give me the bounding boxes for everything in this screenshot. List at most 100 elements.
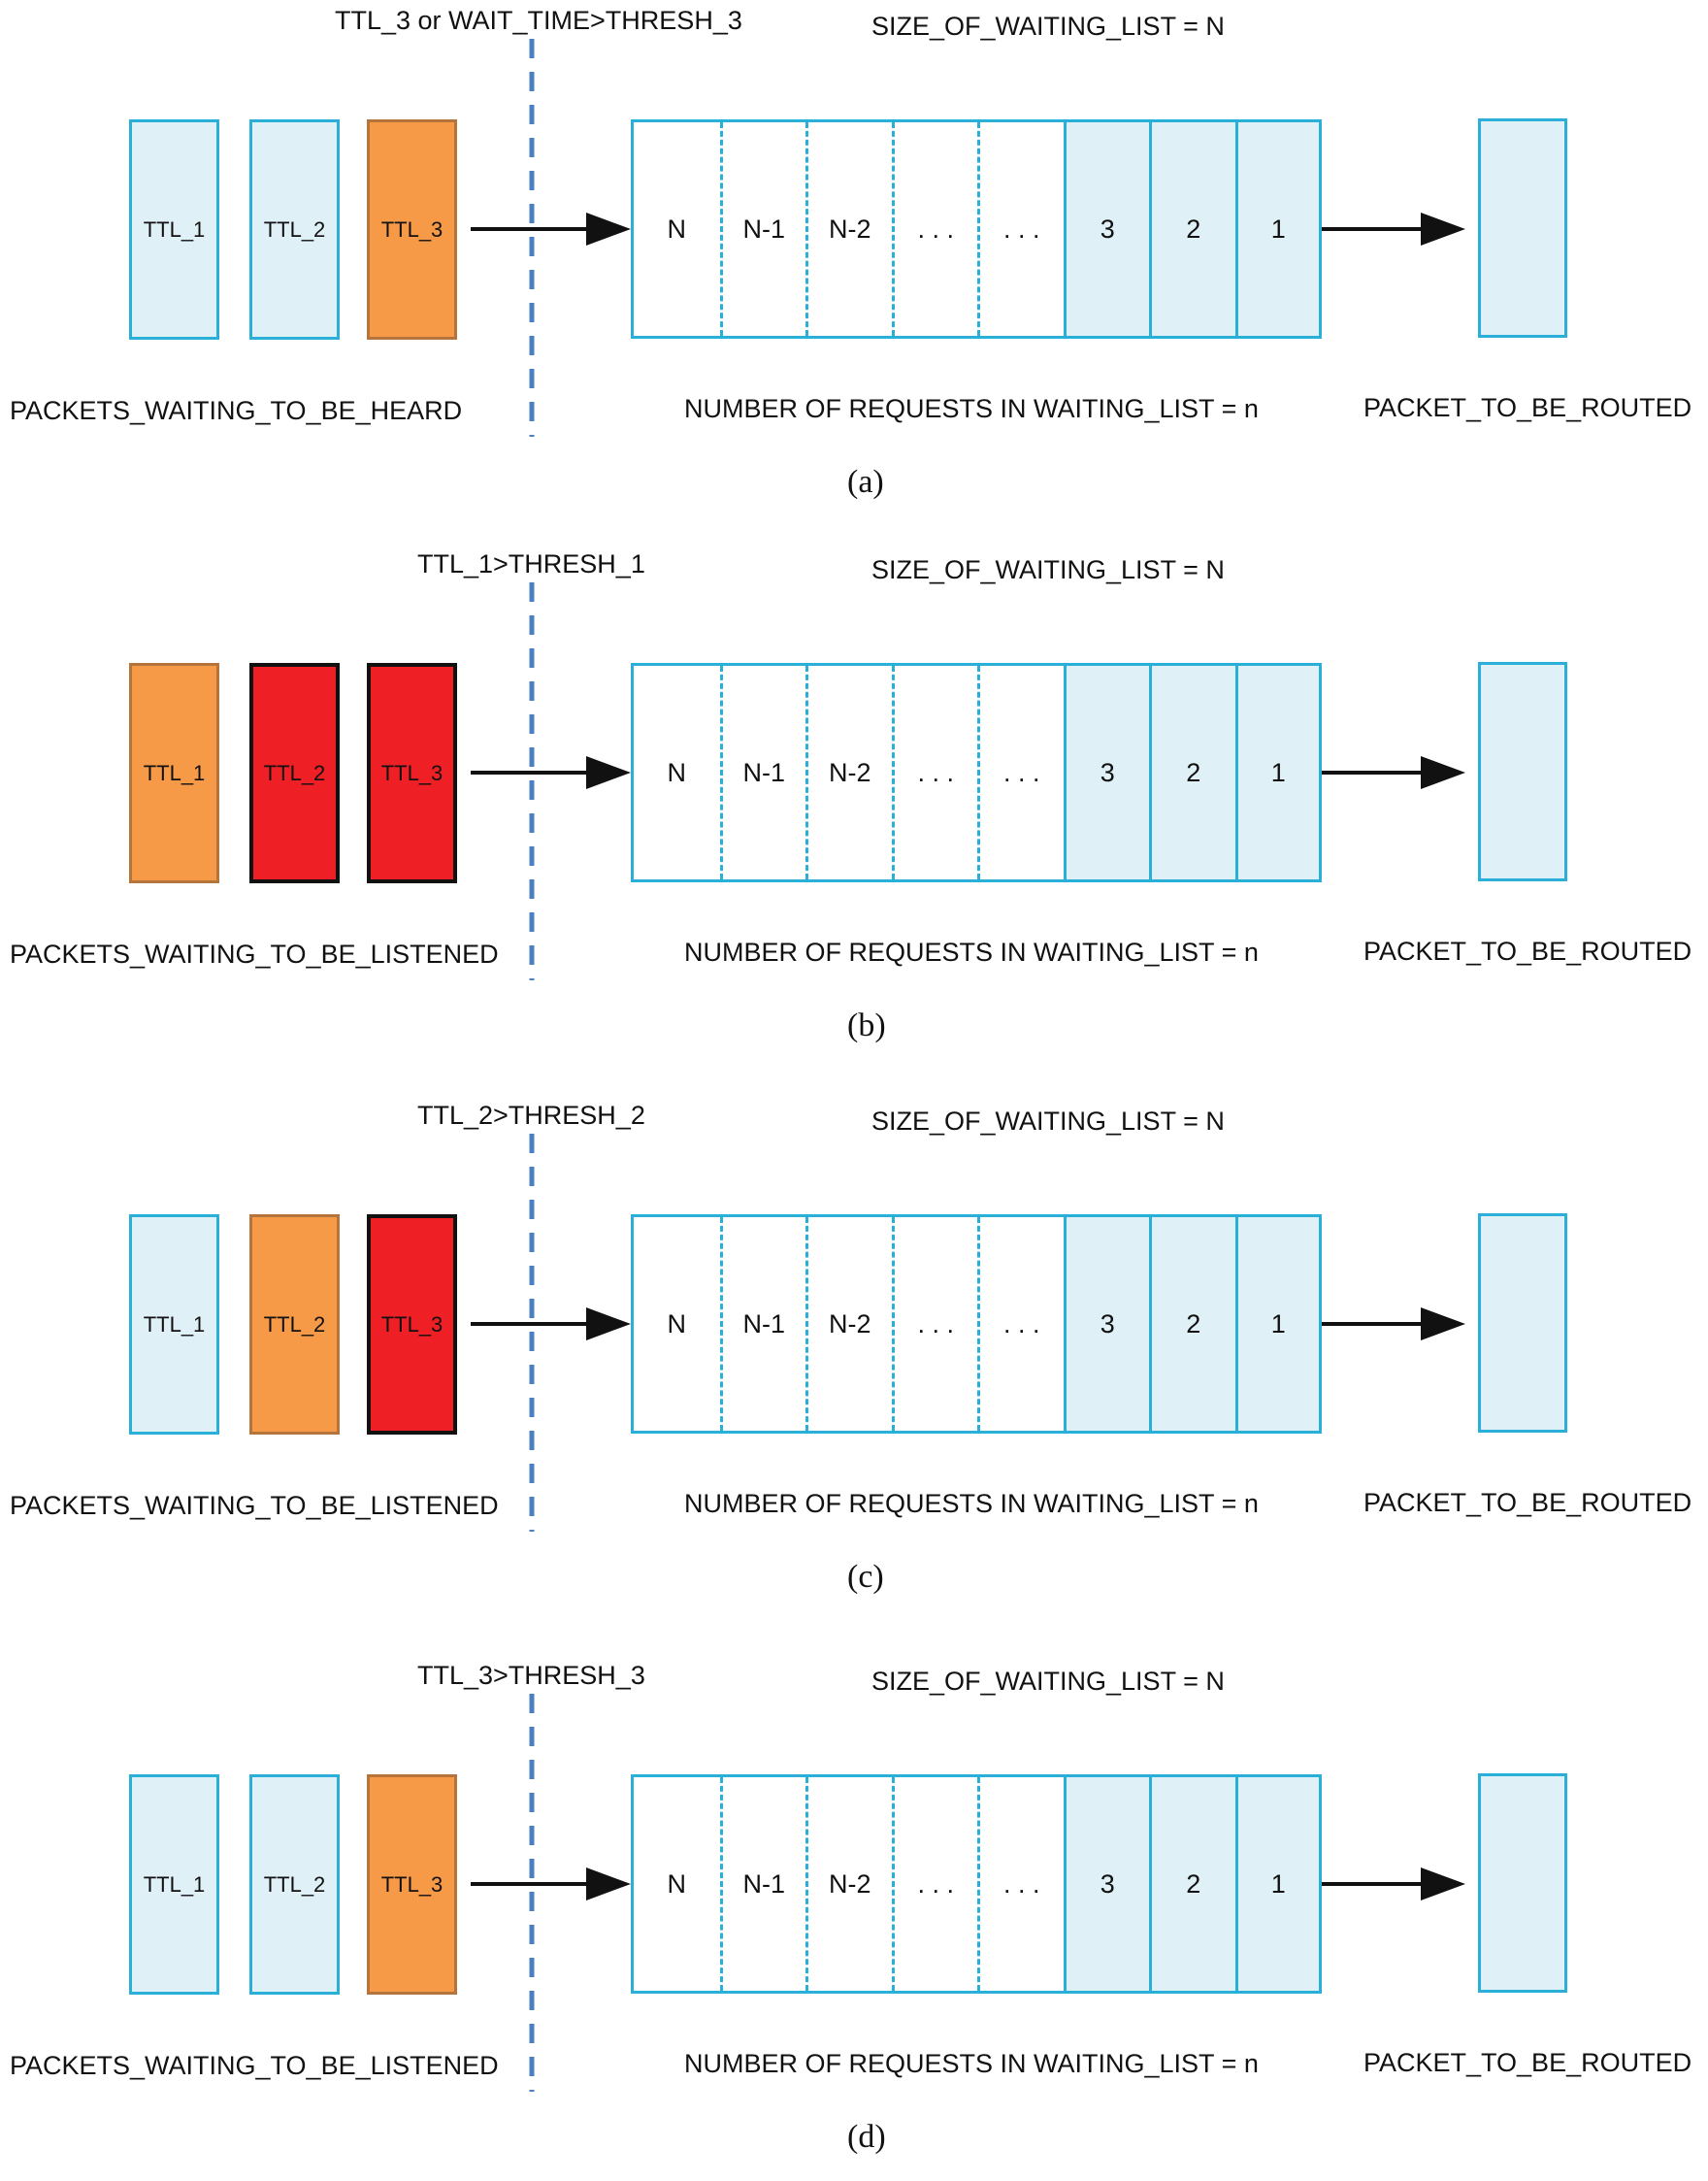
enqueue-arrow-arrowhead-icon [586,1307,631,1340]
queue-slot: . . . [891,666,978,879]
packet-label: TTL_1 [143,216,206,242]
queue-slot: . . . [977,122,1064,336]
requests-count-label: NUMBER OF REQUESTS IN WAITING_LIST = n [684,1489,1259,1518]
queue-slot-label: N-1 [742,1868,785,1899]
queue-slot: N-2 [805,1777,892,1991]
queue-slot-label: N [667,214,687,244]
queue-slot-label: N [667,1308,687,1338]
packet-label: TTL_3 [380,216,443,242]
requests-count-label: NUMBER OF REQUESTS IN WAITING_LIST = n [684,2049,1259,2078]
packet-to-be-routed-box [1478,118,1567,338]
queue-slot: N-1 [719,1777,806,1991]
connector-layer [471,1134,1465,1532]
queue-slot-label: 3 [1100,1308,1115,1338]
queue-slot: . . . [977,666,1064,879]
packet-to-be-routed-label: PACKET_TO_BE_ROUTED [1363,2048,1692,2077]
queue-slot-label: . . . [917,1308,954,1338]
queue-slot-label: 1 [1270,1868,1286,1899]
packet-ttl-2: TTL_2 [249,1774,340,1995]
panel-b: TTL_1>THRESH_1 SIZE_OF_WAITING_LIST = N TT… [0,544,1708,1068]
queue-slot-label: . . . [917,214,954,244]
queue-slot: N [634,1777,720,1991]
queue-slot-label: . . . [1002,1868,1040,1899]
packet-ttl-2: TTL_2 [249,1214,340,1435]
packet-label: TTL_1 [143,760,206,785]
route-arrow-arrowhead-icon [1421,1307,1465,1340]
queue-slot-label: N-2 [828,757,871,787]
packets-waiting-label: PACKETS_WAITING_TO_BE_HEARD [10,396,463,425]
packet-ttl-3: TTL_3 [367,1774,457,1995]
queue-slot: N-1 [719,1217,806,1431]
packet-label: TTL_2 [263,1871,326,1897]
queue-slot: N-2 [805,1217,892,1431]
queue-slot: 3 [1063,666,1149,879]
packet-label: TTL_3 [380,1871,443,1897]
queue-slot: 3 [1063,122,1149,336]
queue-slot-label: 1 [1270,1308,1286,1338]
queue-slot-label: N-2 [828,1308,871,1338]
threshold-condition-label: TTL_3 or WAIT_TIME>THRESH_3 [335,6,742,35]
panel-caption: (c) [847,1559,884,1595]
packet-to-be-routed-box [1478,1213,1567,1433]
waiting-list-size-label: SIZE_OF_WAITING_LIST = N [871,1107,1225,1136]
packet-to-be-routed-label: PACKET_TO_BE_ROUTED [1363,393,1692,422]
threshold-condition-label: TTL_2>THRESH_2 [417,1101,645,1130]
queue-slot: . . . [977,1777,1064,1991]
route-arrow-arrowhead-icon [1421,1867,1465,1900]
panel-caption: (d) [847,2119,886,2155]
enqueue-arrow-arrowhead-icon [586,756,631,789]
packet-to-be-routed-box [1478,662,1567,881]
queue-slot: 2 [1149,1777,1235,1991]
threshold-condition-label: TTL_3>THRESH_3 [417,1661,645,1690]
queue-slot: . . . [891,122,978,336]
queue-slot-label: . . . [917,1868,954,1899]
queue-slot: 1 [1234,1217,1319,1431]
panel-caption: (b) [847,1008,886,1043]
packet-ttl-3: TTL_3 [367,1214,457,1435]
queue-slot: N [634,1217,720,1431]
queue-slot-label: N-1 [742,214,785,244]
queue-slot: N-1 [719,666,806,879]
queue-slot: N [634,122,720,336]
waiting-list-queue: N N-1 N-2 . . . . . . 3 2 1 [631,1774,1322,1994]
queue-slot: 2 [1149,122,1235,336]
queue-slot-label: 1 [1270,214,1286,244]
queue-slot-label: . . . [1002,757,1040,787]
queue-slot-label: . . . [1002,1308,1040,1338]
threshold-condition-label: TTL_1>THRESH_1 [417,549,645,578]
waiting-list-queue: N N-1 N-2 . . . . . . 3 2 1 [631,119,1322,339]
packet-ttl-2: TTL_2 [249,663,340,883]
queue-slot: . . . [891,1777,978,1991]
packet-ttl-2: TTL_2 [249,119,340,340]
queue-slot: . . . [891,1217,978,1431]
packet-ttl-1: TTL_1 [129,663,219,883]
packet-ttl-1: TTL_1 [129,1214,219,1435]
packet-label: TTL_2 [263,1311,326,1337]
packet-ttl-3: TTL_3 [367,663,457,883]
queue-slot-label: . . . [1002,214,1040,244]
queue-slot-label: 3 [1100,1868,1115,1899]
queue-slot-label: N [667,1868,687,1899]
queue-slot-label: . . . [917,757,954,787]
requests-count-label: NUMBER OF REQUESTS IN WAITING_LIST = n [684,394,1259,423]
queue-slot: 3 [1063,1217,1149,1431]
packet-label: TTL_3 [380,1311,443,1337]
packet-to-be-routed-label: PACKET_TO_BE_ROUTED [1363,1488,1692,1517]
panel-caption: (a) [847,464,884,500]
connector-layer [471,582,1465,980]
queue-slot: N-2 [805,122,892,336]
queue-slot-label: N-2 [828,1868,871,1899]
packet-label: TTL_1 [143,1311,206,1337]
queue-slot-label: 3 [1100,214,1115,244]
panel-d: TTL_3>THRESH_3 SIZE_OF_WAITING_LIST = N TT… [0,1655,1708,2179]
waiting-list-size-label: SIZE_OF_WAITING_LIST = N [871,555,1225,584]
queue-slot: . . . [977,1217,1064,1431]
queue-slot-label: 1 [1270,757,1286,787]
queue-slot: 2 [1149,666,1235,879]
waiting-list-size-label: SIZE_OF_WAITING_LIST = N [871,1667,1225,1696]
queue-slot-label: 3 [1100,757,1115,787]
queue-slot-label: N-1 [742,757,785,787]
